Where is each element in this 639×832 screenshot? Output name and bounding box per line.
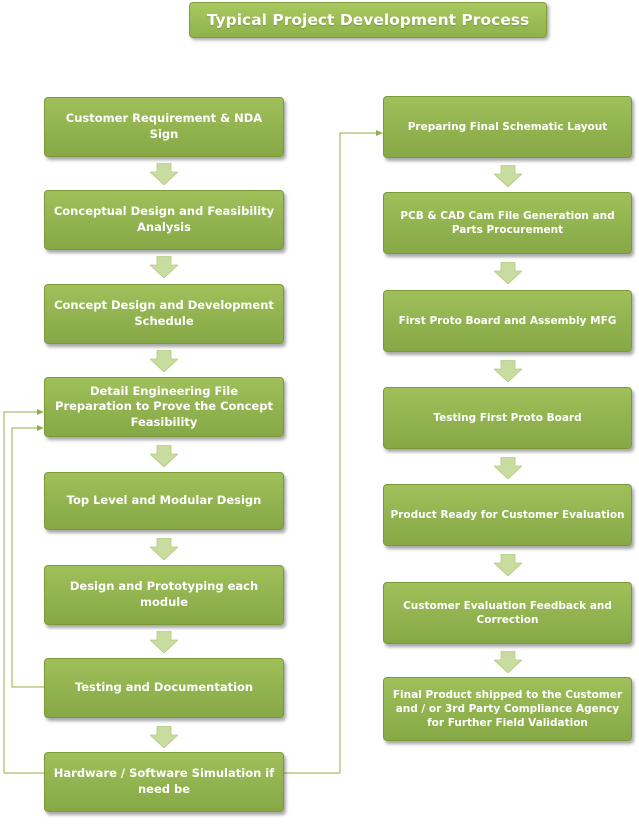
loop-connector-simulation — [3, 411, 44, 774]
down-arrow-icon — [494, 165, 522, 187]
step-final-product: Final Product shipped to the Customer an… — [383, 677, 632, 741]
step-concept-development-schedule: Concept Design and Development Schedule — [44, 284, 284, 344]
step-first-proto-board: First Proto Board and Assembly MFG — [383, 290, 632, 352]
loop-arrowhead-testing — [37, 425, 44, 431]
down-arrow-icon — [494, 360, 522, 382]
step-testing-documentation: Testing and Documentation — [44, 658, 284, 718]
step-detail-engineering: Detail Engineering File Preparation to P… — [44, 377, 284, 437]
page-title: Typical Project Development Process — [189, 2, 547, 38]
column-arrowhead — [376, 130, 383, 136]
down-arrow-icon — [150, 726, 178, 748]
step-product-ready: Product Ready for Customer Evaluation — [383, 484, 632, 546]
step-top-level-design: Top Level and Modular Design — [44, 472, 284, 530]
loop-arrowhead-simulation — [37, 409, 44, 415]
step-conceptual-design: Conceptual Design and Feasibility Analys… — [44, 190, 284, 250]
down-arrow-icon — [150, 350, 178, 372]
step-testing-proto-board: Testing First Proto Board — [383, 387, 632, 449]
down-arrow-icon — [494, 262, 522, 284]
down-arrow-icon — [150, 631, 178, 653]
down-arrow-icon — [150, 445, 178, 467]
step-design-prototyping: Design and Prototyping each module — [44, 565, 284, 625]
step-pcb-cad: PCB & CAD Cam File Generation and Parts … — [383, 192, 632, 254]
loop-connector-testing — [11, 427, 44, 688]
down-arrow-icon — [494, 554, 522, 576]
step-final-schematic: Preparing Final Schematic Layout — [383, 96, 632, 158]
down-arrow-icon — [494, 651, 522, 673]
step-hw-sw-simulation: Hardware / Software Simulation if need b… — [44, 752, 284, 812]
down-arrow-icon — [150, 163, 178, 185]
step-customer-requirement: Customer Requirement & NDA Sign — [44, 97, 284, 157]
step-customer-feedback: Customer Evaluation Feedback and Correct… — [383, 582, 632, 644]
down-arrow-icon — [150, 256, 178, 278]
down-arrow-icon — [494, 457, 522, 479]
down-arrow-icon — [150, 538, 178, 560]
column-connector — [284, 132, 379, 774]
